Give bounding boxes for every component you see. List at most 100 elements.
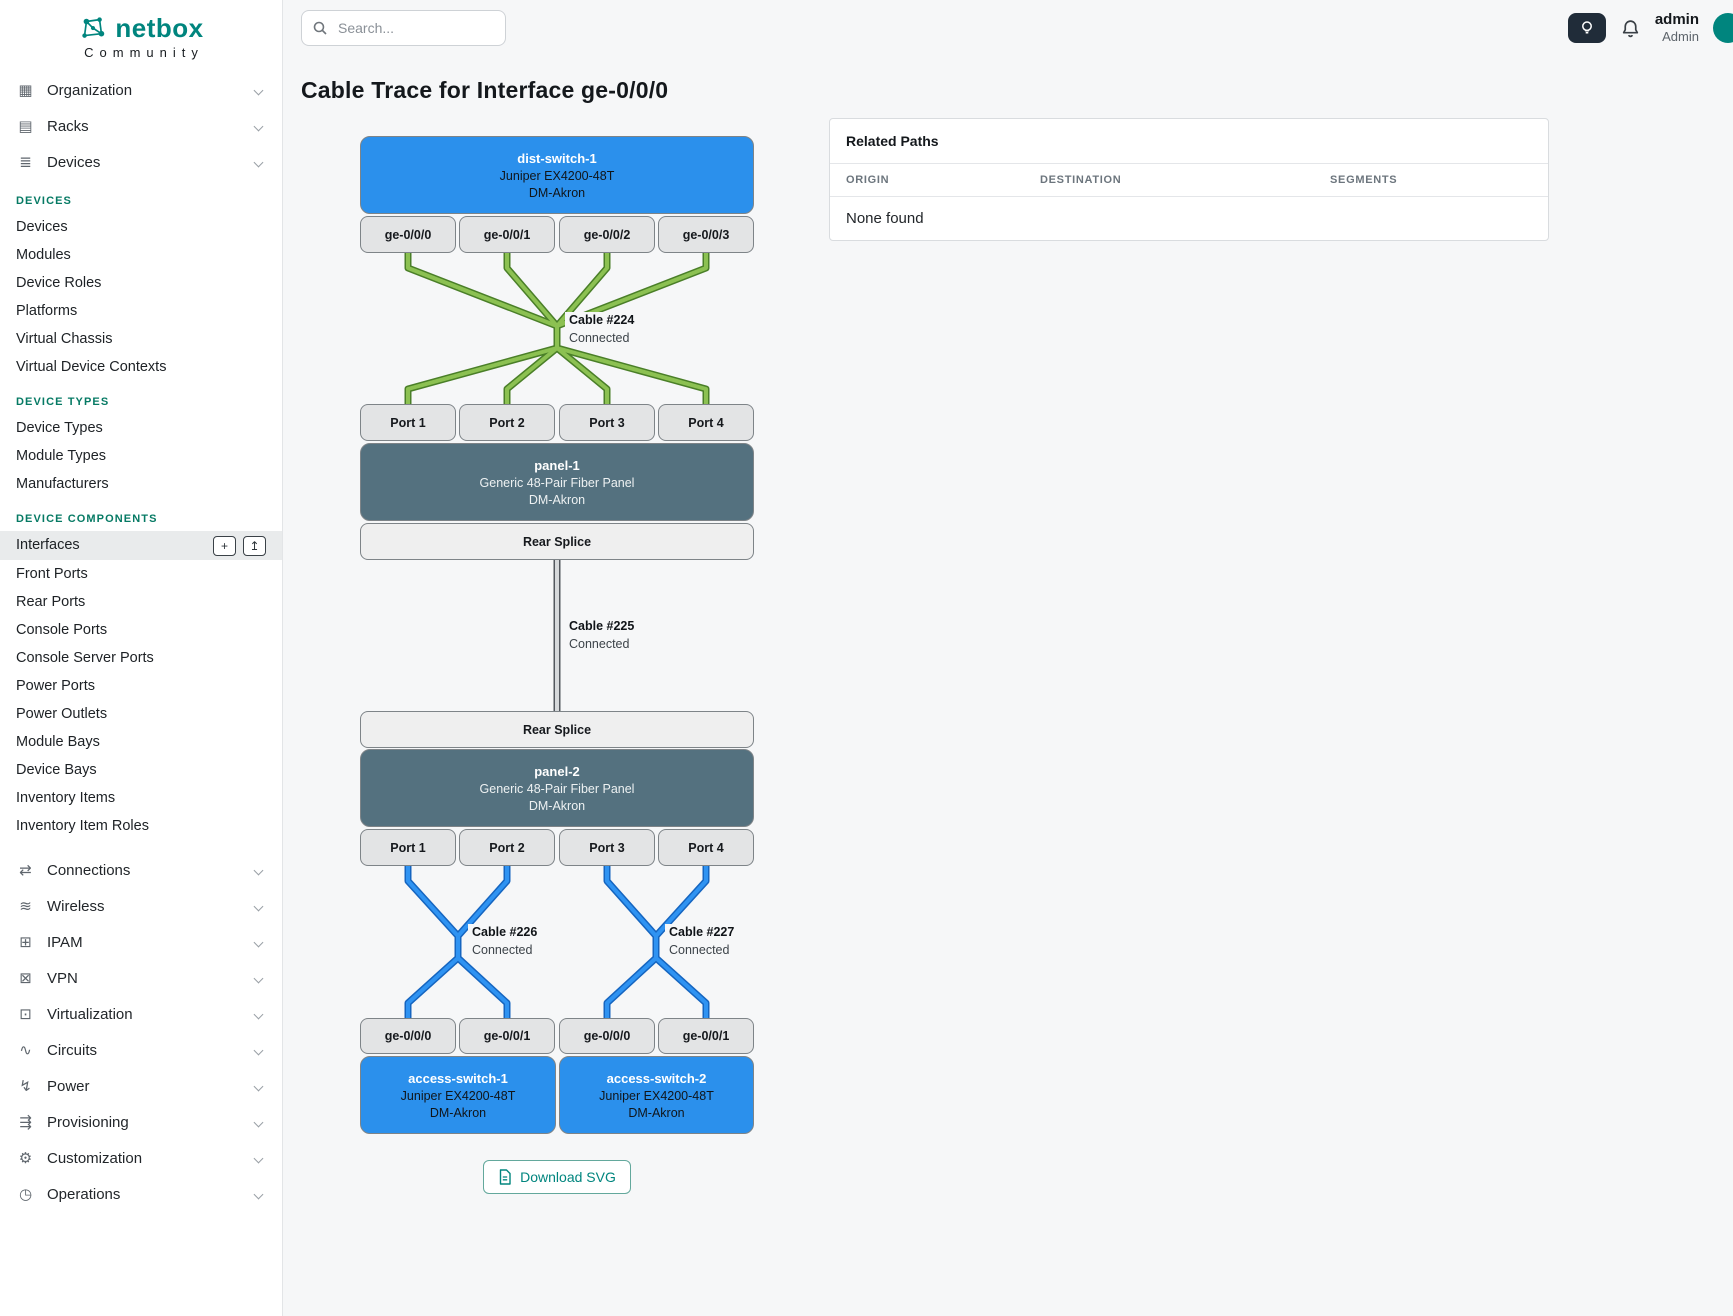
sidebar-item-platforms[interactable]: Platforms xyxy=(16,302,78,319)
device-model-link[interactable]: Juniper EX4200-48T xyxy=(400,1088,516,1103)
front-port[interactable]: Port 3 xyxy=(559,404,655,441)
sidebar-item-circuits[interactable]: ∿ Circuits xyxy=(0,1032,282,1068)
interface-port[interactable]: ge-0/0/0 xyxy=(360,1018,456,1054)
chevron-down-icon xyxy=(253,937,264,947)
provisioning-icon: ⇶ xyxy=(19,1114,32,1131)
cable-link[interactable]: Cable #224 xyxy=(569,313,635,327)
sidebar-item-device-types[interactable]: Device Types xyxy=(16,419,103,436)
sidebar-item-device-roles[interactable]: Device Roles xyxy=(16,274,102,291)
sidebar-item-organization[interactable]: ▦ Organization xyxy=(0,72,282,108)
empty-state-text: None found xyxy=(846,210,924,227)
download-svg-button[interactable]: Download SVG xyxy=(483,1160,631,1194)
table-row: None found xyxy=(830,197,1548,241)
brand-logo[interactable]: netbox Community xyxy=(0,0,282,64)
global-search[interactable] xyxy=(301,10,506,46)
sidebar-item-wireless[interactable]: ≋ Wireless xyxy=(0,888,282,924)
front-port[interactable]: Port 1 xyxy=(360,829,456,866)
chevron-down-icon xyxy=(253,1189,264,1199)
device-site-link[interactable]: DM-Akron xyxy=(628,1105,685,1120)
sidebar-item-label: Customization xyxy=(47,1149,143,1167)
sidebar-item-label: Racks xyxy=(47,117,89,135)
rear-port[interactable]: Rear Splice xyxy=(360,523,754,560)
cable-status: Connected xyxy=(472,943,533,957)
sidebar-item-power[interactable]: ↯ Power xyxy=(0,1068,282,1104)
sidebar-item-power-outlets[interactable]: Power Outlets xyxy=(16,705,108,722)
device-site-link[interactable]: DM-Akron xyxy=(429,1105,487,1120)
interface-port[interactable]: ge-0/0/0 xyxy=(559,1018,655,1054)
chevron-down-icon xyxy=(253,85,264,95)
sidebar-item-devices[interactable]: Devices xyxy=(16,218,68,235)
sidebar-item-rear-ports[interactable]: Rear Ports xyxy=(16,593,86,610)
sidebar-item-provisioning[interactable]: ⇶ Provisioning xyxy=(0,1104,282,1140)
front-port[interactable]: Port 2 xyxy=(459,829,555,866)
device-model-link[interactable]: Generic 48-Pair Fiber Panel xyxy=(479,475,635,490)
sidebar-item-console-server-ports[interactable]: Console Server Ports xyxy=(16,649,154,666)
front-port[interactable]: Port 4 xyxy=(658,404,754,441)
cable-link[interactable]: Cable #225 xyxy=(569,619,635,633)
sidebar-item-modules[interactable]: Modules xyxy=(16,246,71,263)
sidebar-item-inventory-item-roles[interactable]: Inventory Item Roles xyxy=(16,817,149,834)
interface-port[interactable]: ge-0/0/2 xyxy=(559,216,655,253)
sidebar-item-virtual-chassis[interactable]: Virtual Chassis xyxy=(16,330,113,347)
file-download-icon xyxy=(498,1169,512,1185)
user-name: admin xyxy=(1654,11,1699,29)
interface-port[interactable]: ge-0/0/0 xyxy=(360,216,456,253)
device-name-link[interactable]: access-switch-2 xyxy=(606,1070,707,1086)
cable-trace-diagram: dist-switch-1 Juniper EX4200-48T DM-Akro… xyxy=(360,118,754,1194)
sidebar-item-virtualization[interactable]: ⊡ Virtualization xyxy=(0,996,282,1032)
device-stack-icon: ≣ xyxy=(19,154,32,171)
front-port[interactable]: Port 1 xyxy=(360,404,456,441)
sidebar-item-ipam[interactable]: ⊞ IPAM xyxy=(0,924,282,960)
device-name-link[interactable]: panel-1 xyxy=(534,457,580,473)
sidebar-section-devices: DEVICES xyxy=(16,195,72,207)
device-name-link[interactable]: access-switch-1 xyxy=(408,1070,508,1086)
sidebar-item-connections[interactable]: ⇄ Connections xyxy=(0,852,282,888)
sidebar-item-console-ports[interactable]: Console Ports xyxy=(16,621,108,638)
device-name-link[interactable]: panel-2 xyxy=(534,763,580,779)
device-name-link[interactable]: dist-switch-1 xyxy=(517,150,597,166)
sidebar-item-module-bays[interactable]: Module Bays xyxy=(16,733,100,750)
theme-toggle-button[interactable] xyxy=(1567,13,1606,43)
device-site-link[interactable]: DM-Akron xyxy=(528,492,586,507)
avatar[interactable] xyxy=(1713,13,1733,43)
cable-label-224: Cable #224 Connected xyxy=(565,312,639,346)
device-site-link[interactable]: DM-Akron xyxy=(528,798,586,813)
sidebar-item-interfaces[interactable]: Interfaces + ↥ xyxy=(0,531,282,560)
interface-port[interactable]: ge-0/0/1 xyxy=(459,1018,555,1054)
device-model-link[interactable]: Juniper EX4200-48T xyxy=(499,168,615,183)
cable-status: Connected xyxy=(569,637,630,651)
sidebar-item-vpn[interactable]: ⊠ VPN xyxy=(0,960,282,996)
interface-port[interactable]: ge-0/0/1 xyxy=(658,1018,754,1054)
sidebar-item-power-ports[interactable]: Power Ports xyxy=(16,677,95,694)
interface-port[interactable]: ge-0/0/1 xyxy=(459,216,555,253)
sidebar-item-label: Wireless xyxy=(47,897,105,915)
chevron-down-icon xyxy=(253,1045,264,1055)
search-input[interactable] xyxy=(336,19,495,37)
sidebar-item-manufacturers[interactable]: Manufacturers xyxy=(16,475,109,492)
notifications-button[interactable] xyxy=(1620,18,1641,39)
sidebar-item-operations[interactable]: ◷ Operations xyxy=(0,1176,282,1212)
import-button[interactable]: ↥ xyxy=(243,535,266,556)
device-model-link[interactable]: Juniper EX4200-48T xyxy=(599,1088,714,1103)
cable-link[interactable]: Cable #227 xyxy=(669,925,735,939)
rear-port[interactable]: Rear Splice xyxy=(360,711,754,748)
front-port[interactable]: Port 3 xyxy=(559,829,655,866)
add-button[interactable]: + xyxy=(213,535,236,556)
sidebar-item-label: Circuits xyxy=(47,1041,98,1059)
front-port[interactable]: Port 4 xyxy=(658,829,754,866)
sidebar-item-front-ports[interactable]: Front Ports xyxy=(16,565,88,582)
cable-link[interactable]: Cable #226 xyxy=(472,925,538,939)
sidebar-item-devices-group[interactable]: ≣ Devices xyxy=(0,144,282,180)
sidebar-item-virtual-device-contexts[interactable]: Virtual Device Contexts xyxy=(16,358,167,375)
interface-port[interactable]: ge-0/0/3 xyxy=(658,216,754,253)
rack-icon: ▤ xyxy=(18,118,33,135)
sidebar-item-racks[interactable]: ▤ Racks xyxy=(0,108,282,144)
front-port[interactable]: Port 2 xyxy=(459,404,555,441)
sidebar-item-device-bays[interactable]: Device Bays xyxy=(16,761,97,778)
sidebar-item-module-types[interactable]: Module Types xyxy=(16,447,107,464)
user-menu[interactable]: admin Admin xyxy=(1655,11,1699,45)
sidebar-item-inventory-items[interactable]: Inventory Items xyxy=(16,789,116,806)
sidebar-item-customization[interactable]: ⚙ Customization xyxy=(0,1140,282,1176)
device-model-link[interactable]: Generic 48-Pair Fiber Panel xyxy=(479,781,635,796)
device-site-link[interactable]: DM-Akron xyxy=(528,185,586,200)
